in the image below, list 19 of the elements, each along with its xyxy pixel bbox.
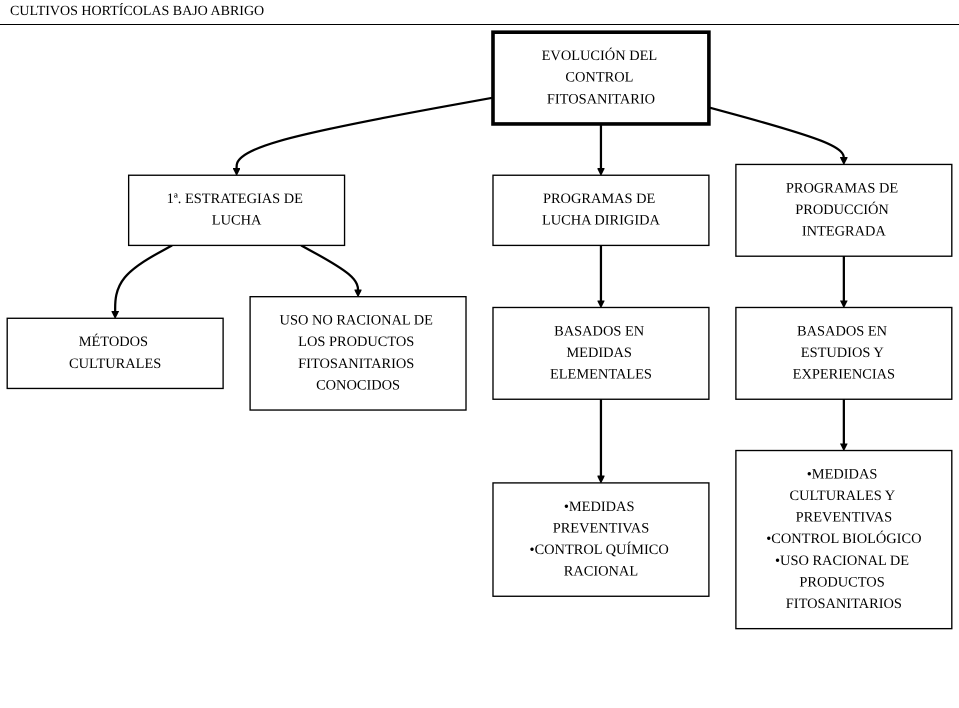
arrow [840,256,848,308]
arrow [300,244,362,298]
page-header: CULTIVOS HORTÍCOLAS BAJO ABRIGO [10,4,264,19]
arrow [708,106,848,165]
node-box: PROGRAMAS DE PRODUCCIÓN INTEGRADA [735,164,952,257]
node-box: BASADOS EN ESTUDIOS Y EXPERIENCIAS [735,306,952,400]
arrow [111,244,173,319]
node-box: •MEDIDAS CULTURALES Y PREVENTIVAS •CONTROL BIOLÓGICO •USO RACIONAL DE PRODUCTOS FITOSANITARIOS [735,450,952,630]
arrow [597,124,605,176]
node-box: •MEDIDAS PREVENTIVAS •CONTROL QUÍMICO RACIONAL [492,482,710,597]
node-box: EVOLUCIÓN DEL CONTROL FITOSANITARIO [491,30,711,126]
node-box: MÉTODOS CULTURALES [6,318,224,390]
arrow [597,399,605,484]
arrow [840,399,848,451]
node-box: PROGRAMAS DE LUCHA DIRIGIDA [492,174,710,246]
node-box: USO NO RACIONAL DE LOS PRODUCTOS FITOSANITARIOS CONOCIDOS [249,296,467,411]
node-box: 1ª. ESTRATEGIAS DE LUCHA [128,174,346,246]
arrow [597,245,605,308]
node-box: BASADOS EN MEDIDAS ELEMENTALES [492,306,710,400]
